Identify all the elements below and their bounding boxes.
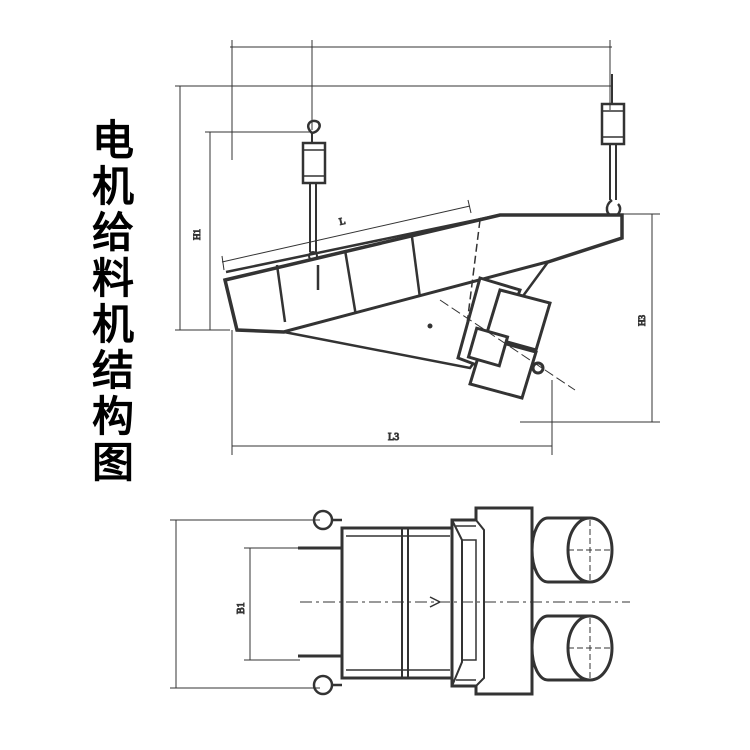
title-char: 电 bbox=[91, 116, 134, 165]
title-char: 机 bbox=[91, 162, 134, 211]
dim-label-L: L bbox=[338, 216, 346, 228]
title-char: 构 bbox=[91, 392, 134, 441]
title-char: 图 bbox=[91, 438, 134, 487]
dim-label-H3: H3 bbox=[637, 315, 647, 326]
dim-label-B1: B1 bbox=[236, 602, 247, 614]
vertical-title: 电 机 给 料 机 结 构 图 bbox=[88, 118, 138, 486]
dim-label-L3: L3 bbox=[388, 432, 399, 443]
plan-view: B1 bbox=[170, 506, 630, 696]
title-char: 机 bbox=[91, 300, 134, 349]
title-char: 料 bbox=[91, 254, 134, 303]
title-char: 结 bbox=[91, 346, 134, 395]
side-view: L L3 H1 H3 bbox=[175, 40, 660, 455]
dim-label-H1: H1 bbox=[192, 229, 202, 240]
title-char: 给 bbox=[91, 208, 134, 257]
